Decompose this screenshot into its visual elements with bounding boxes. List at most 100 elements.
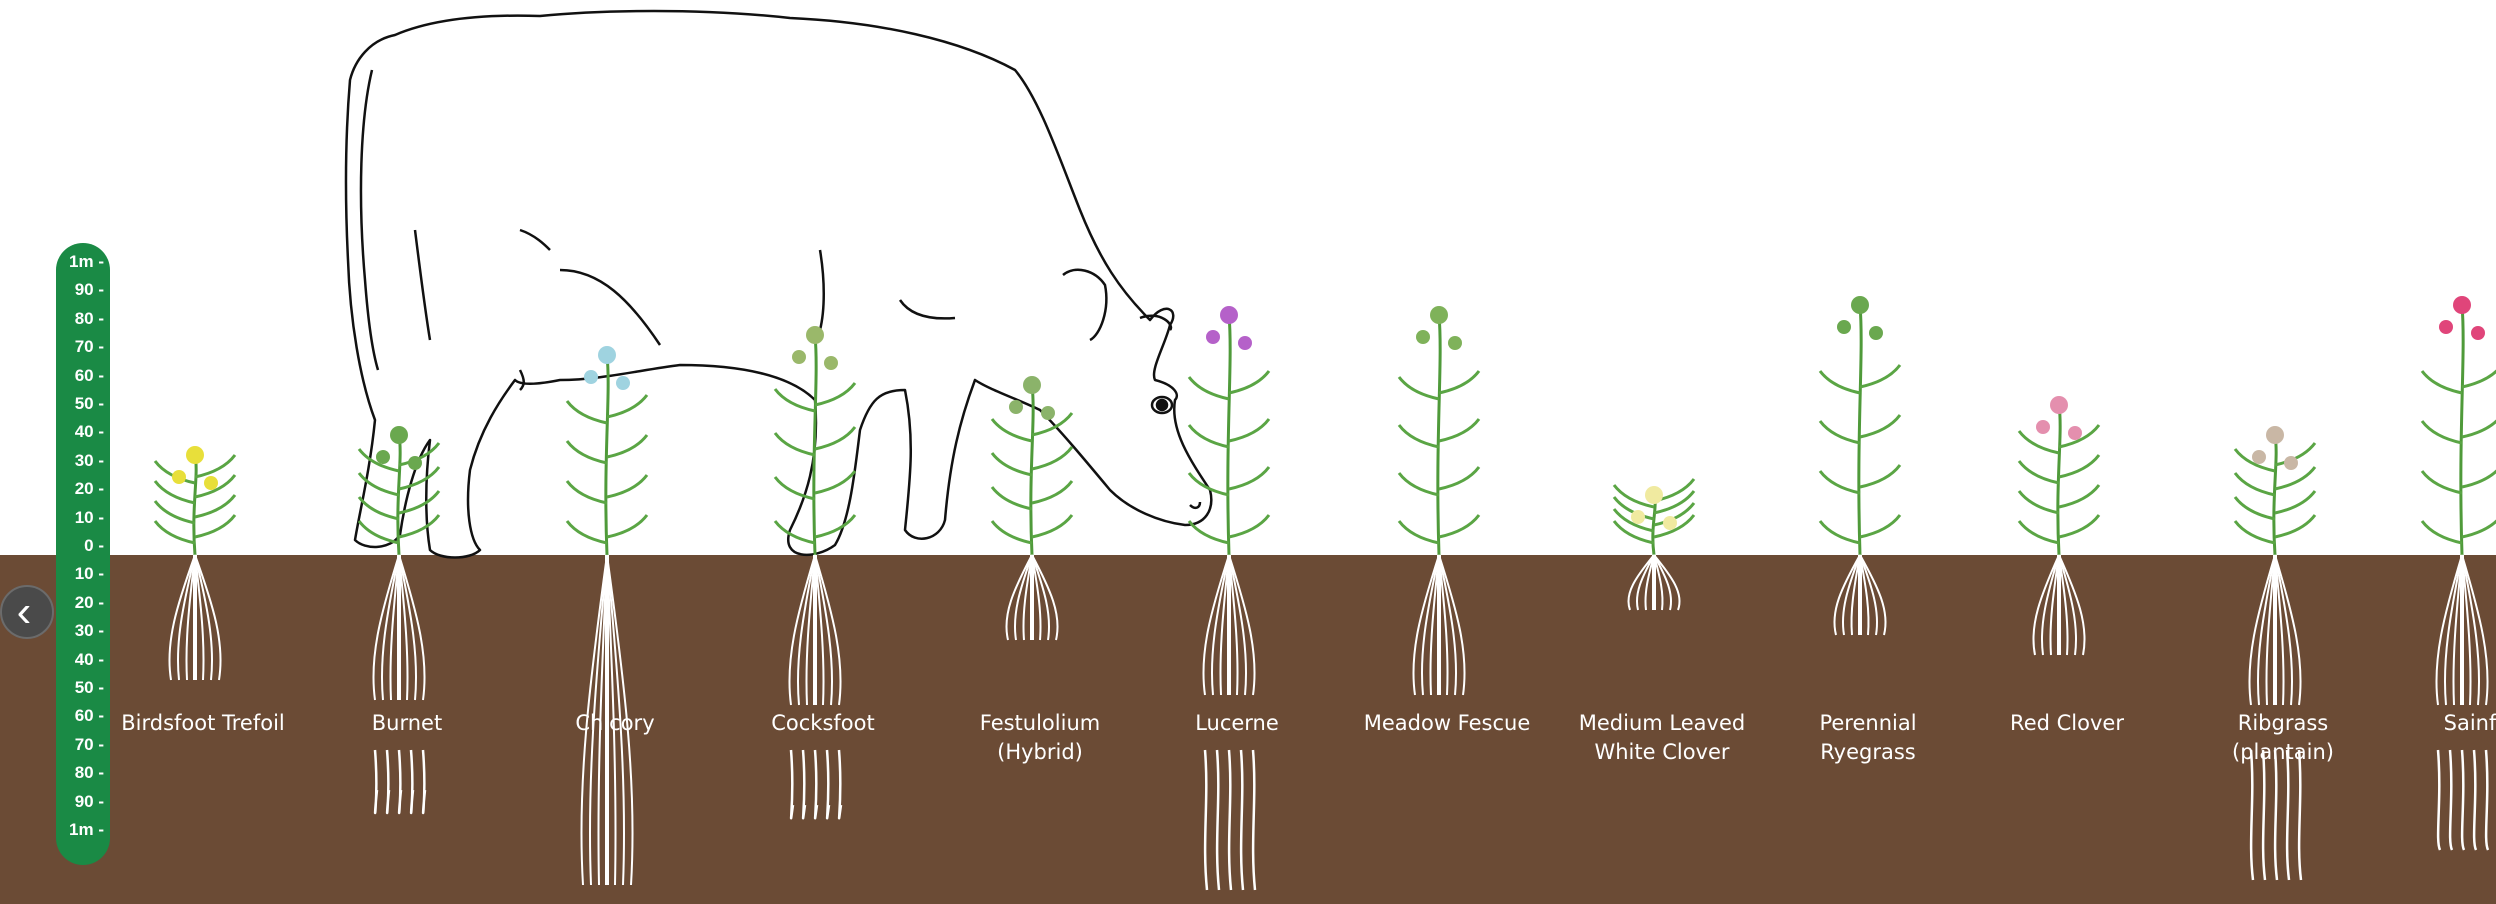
plant-label: Lucerne — [1147, 709, 1327, 738]
plant-leaf — [195, 515, 235, 537]
plant-deep-root — [791, 750, 793, 818]
ruler-tick: 10 — [75, 565, 104, 583]
plant-leaf — [992, 521, 1032, 543]
plant-flower — [2266, 426, 2284, 444]
plant-flower — [1645, 486, 1663, 504]
plant-deep-root — [2287, 750, 2289, 880]
plant-leaf — [1820, 521, 1860, 543]
plant-deep-root — [2450, 750, 2452, 850]
plant-leaf — [1820, 371, 1860, 393]
plant-deep-root — [839, 750, 841, 818]
plant-leaf — [2059, 485, 2099, 507]
plant-leaf — [1820, 421, 1860, 443]
plant-deep-root — [423, 750, 425, 813]
plant-label: Birdsfoot Trefoil — [113, 709, 293, 738]
ruler-tick: 50 — [75, 395, 104, 413]
plant-leaf — [2462, 415, 2496, 437]
plant-leaf — [1860, 515, 1900, 537]
plant-stem — [2461, 305, 2463, 555]
plant-flower — [1448, 336, 1462, 350]
plant-deep-root — [2438, 750, 2440, 850]
plant-leaf — [1189, 377, 1229, 399]
plant-deep-root — [815, 750, 817, 818]
plant-flower — [616, 376, 630, 390]
ruler-tick: 60 — [75, 707, 104, 725]
plant-flower — [2284, 456, 2298, 470]
plant-deep-root — [2299, 750, 2301, 880]
plant-label: Chicory — [525, 709, 705, 738]
plant-deep-root — [1241, 750, 1243, 890]
plant-leaf — [2235, 473, 2275, 495]
plant-flower — [1663, 516, 1677, 530]
ruler-tick: 30 — [75, 452, 104, 470]
plant-name-line1: Lucerne — [1147, 709, 1327, 738]
plant-flower — [186, 446, 204, 464]
plant-deep-root — [387, 750, 389, 813]
plant-flower — [2050, 396, 2068, 414]
ruler-tick: 20 — [75, 594, 104, 612]
plant-deep-root — [1217, 750, 1219, 890]
plant-leaf — [1439, 371, 1479, 393]
plant-stem — [1228, 315, 1230, 555]
plant-leaf — [2422, 521, 2462, 543]
plant-leaf — [607, 435, 647, 457]
plant-flower — [2439, 320, 2453, 334]
plant-leaf — [2019, 491, 2059, 513]
plant-label: Red Clover — [1977, 709, 2157, 738]
plant-leaf — [992, 487, 1032, 509]
plant-leaf — [155, 521, 195, 543]
plant-flower — [2252, 450, 2266, 464]
plant-flower — [2453, 296, 2471, 314]
plant-flower — [1220, 306, 1238, 324]
plant-leaf — [155, 481, 195, 503]
ruler-tick: 50 — [75, 679, 104, 697]
ruler-tick: 40 — [75, 423, 104, 441]
plant-leaf — [2019, 521, 2059, 543]
plant-leaf — [567, 481, 607, 503]
plant-leaf — [607, 475, 647, 497]
plant-name-line2: White Clover — [1572, 738, 1752, 767]
plant-deep-root — [399, 750, 401, 813]
plant-leaf — [1032, 447, 1072, 469]
plant-deep-root — [827, 750, 829, 818]
plant-deep-root — [2462, 750, 2464, 850]
plant-flower — [1851, 296, 1869, 314]
plant-leaf — [567, 441, 607, 463]
ruler-tick: 70 — [75, 338, 104, 356]
ruler-tick: 1m — [69, 821, 104, 839]
ruler-tick: 0 — [84, 537, 104, 555]
plant-leaf — [1439, 419, 1479, 441]
plant-flower — [1206, 330, 1220, 344]
plant-leaf — [1399, 425, 1439, 447]
plant-leaf — [1229, 371, 1269, 393]
previous-button[interactable]: ‹ — [0, 585, 54, 639]
plant-flower — [1430, 306, 1448, 324]
ruler-tick: 1m — [69, 253, 104, 271]
plant-flower — [2036, 420, 2050, 434]
plant-leaf — [992, 453, 1032, 475]
plant-stem — [194, 455, 196, 555]
plant-leaf — [155, 501, 195, 523]
plant-leaf — [1439, 467, 1479, 489]
plant-label: Sainf — [2380, 709, 2496, 738]
plant-deep-root — [1253, 750, 1255, 890]
plant-leaf — [2019, 461, 2059, 483]
plant-stem — [2058, 405, 2060, 555]
plant-stem — [1438, 315, 1440, 555]
plant-leaf — [1399, 473, 1439, 495]
plant-leaf — [1399, 377, 1439, 399]
plant-name-line1: Birdsfoot Trefoil — [113, 709, 293, 738]
plant-flower — [376, 450, 390, 464]
plant-leaf — [2275, 467, 2315, 489]
plant-leaf — [1032, 481, 1072, 503]
ruler-tick: 60 — [75, 367, 104, 385]
plant-flower — [1416, 330, 1430, 344]
plant-name-line1: Chicory — [525, 709, 705, 738]
plant-leaf — [1860, 415, 1900, 437]
plant-stem — [1859, 305, 1861, 555]
plant-flower — [1837, 320, 1851, 334]
plant-flower — [2068, 426, 2082, 440]
plant-leaf — [2059, 455, 2099, 477]
plant-leaf — [2235, 521, 2275, 543]
plant-flower — [806, 326, 824, 344]
